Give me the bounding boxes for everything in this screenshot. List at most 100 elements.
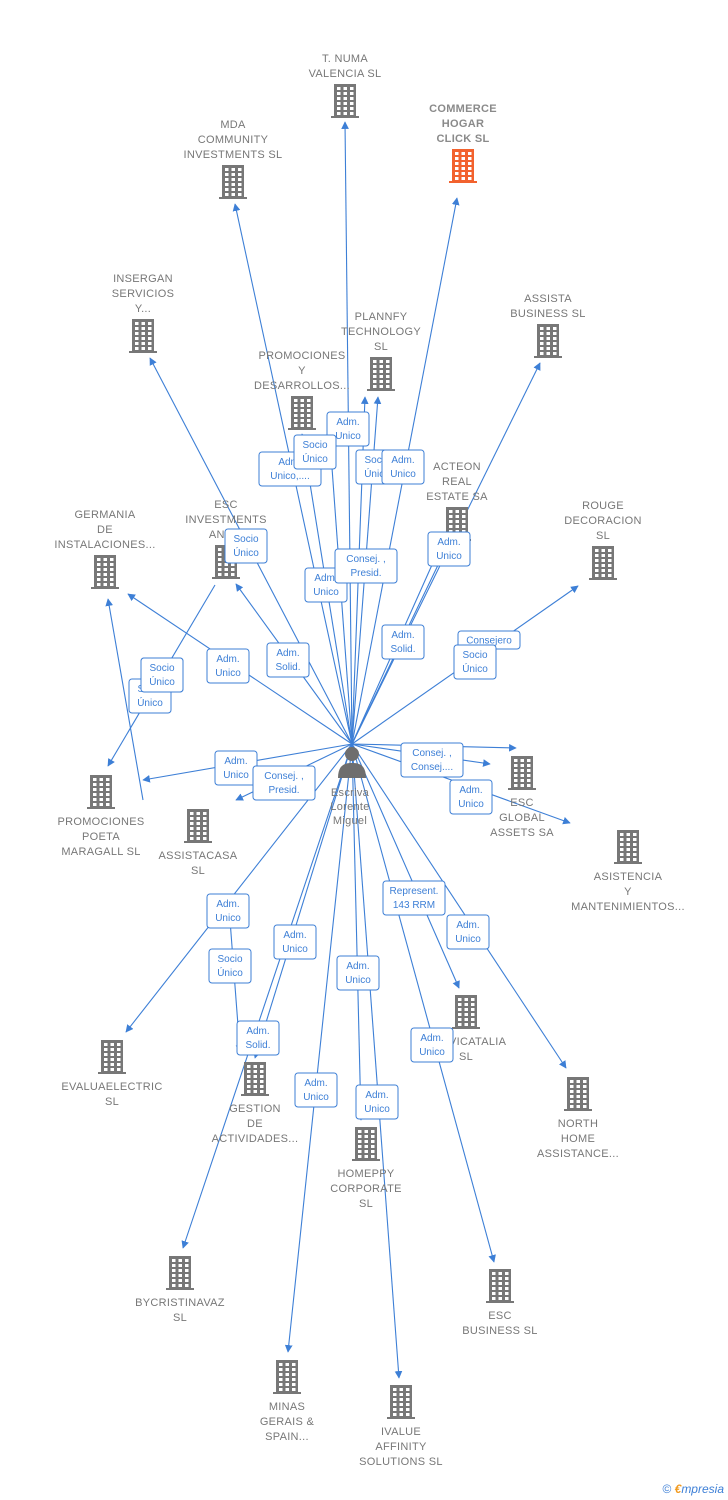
building-window <box>260 1075 264 1078</box>
building-window <box>106 798 110 801</box>
company-label-line: SL <box>459 1051 473 1063</box>
building-window <box>343 112 347 115</box>
building-icon <box>288 396 316 430</box>
relation-label[interactable]: Adm.Unico <box>206 648 250 684</box>
relation-label-box <box>273 924 317 960</box>
relation-label[interactable]: Adm.Unico <box>326 411 370 447</box>
person-label-line: Escriva <box>331 787 370 799</box>
person-icon <box>338 747 366 778</box>
relation-label-text: Consej. ,Presid. <box>346 554 385 579</box>
relation-label[interactable]: Adm.Solid. <box>381 624 425 660</box>
building-window <box>373 385 377 388</box>
building-window <box>225 178 229 181</box>
building-window <box>104 1053 108 1056</box>
building-window <box>260 1090 264 1093</box>
relation-label[interactable]: Adm.Unico <box>427 531 471 567</box>
building-icon <box>614 830 642 864</box>
relation-edge <box>351 743 365 1121</box>
building-window <box>225 188 229 191</box>
building-window <box>393 1388 397 1391</box>
building-window <box>231 568 235 571</box>
relation-label[interactable]: Consej. ,Presid. <box>334 548 398 584</box>
building-window <box>576 1085 580 1088</box>
relation-label[interactable]: Adm.Unico <box>294 1072 338 1108</box>
company-label-line: SL <box>173 1312 187 1324</box>
building-window <box>576 1090 580 1093</box>
relation-label[interactable]: Adm.Unico <box>355 1084 399 1120</box>
company-label-line: AFFINITY <box>375 1441 427 1453</box>
company-label-line: ASISTENCIA <box>594 871 663 883</box>
relation-label[interactable]: Adm.Unico <box>336 955 380 991</box>
relation-label[interactable]: Adm.Solid. <box>236 1020 280 1056</box>
building-window <box>576 1080 580 1083</box>
building-window <box>103 558 107 561</box>
relation-label[interactable]: Represent.143 RRM <box>382 880 446 916</box>
building-window <box>110 1043 114 1046</box>
copyright-symbol: © <box>662 1482 672 1496</box>
relation-label[interactable]: Consej. ,Consej.... <box>400 742 464 778</box>
building-base <box>486 1301 514 1303</box>
company-label-line: SL <box>105 1096 119 1108</box>
building-window <box>343 87 347 90</box>
building-window <box>570 1090 574 1093</box>
building-window <box>231 168 235 171</box>
building-window <box>178 1279 182 1282</box>
relation-label[interactable]: Adm.Unico <box>381 449 425 485</box>
relation-label[interactable]: Adm.Unico <box>273 924 317 960</box>
building-window <box>203 817 207 820</box>
relation-label[interactable]: Adm.Unico <box>206 893 250 929</box>
relation-label-line: Adm. <box>224 756 247 767</box>
company-label-line: GERMANIA <box>74 509 135 521</box>
building-window <box>103 568 107 571</box>
building-window <box>350 97 354 100</box>
relation-label[interactable]: Consej. ,Presid. <box>252 765 316 801</box>
building-window <box>462 515 466 518</box>
relation-label[interactable]: Adm.Unico <box>410 1027 454 1063</box>
relation-label[interactable]: Adm.Unico <box>449 779 493 815</box>
relation-label[interactable]: Adm.Unico <box>446 914 490 950</box>
relation-label[interactable]: Adm.Solid. <box>266 642 310 678</box>
building-window <box>185 1264 189 1267</box>
building-window <box>110 568 114 571</box>
building-window <box>117 1058 121 1061</box>
building-base <box>614 862 642 864</box>
building-icon <box>241 1062 269 1096</box>
relation-label-line: Adm. <box>304 1078 327 1089</box>
relation-label[interactable]: Adm.Unico <box>214 750 258 786</box>
relation-label-box <box>266 642 310 678</box>
relation-label-line: Socio <box>364 455 389 466</box>
building-window <box>185 1274 189 1277</box>
building-window <box>203 832 207 835</box>
building-icon <box>184 809 212 843</box>
